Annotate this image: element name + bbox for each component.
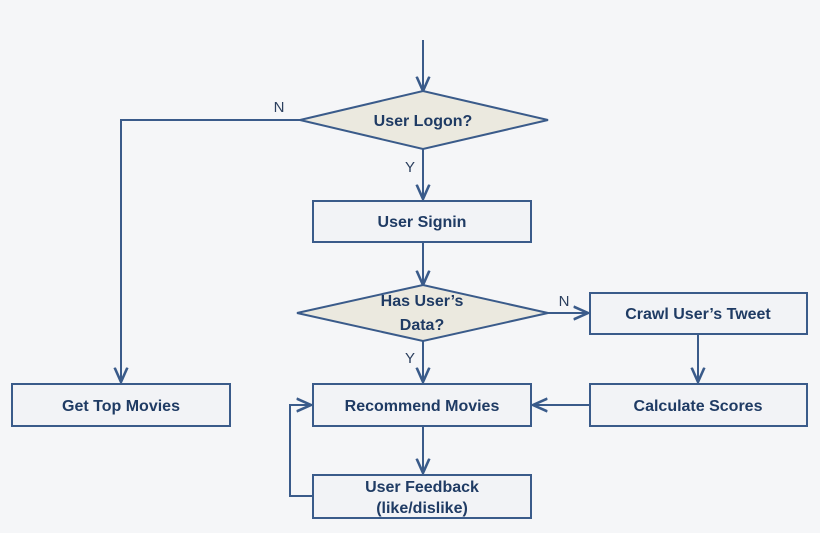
process-calculate-scores-label: Calculate Scores: [634, 398, 763, 415]
process-user-feedback: User Feedback (like/dislike): [312, 474, 532, 519]
connector-logon-no-to-get-top-movies: [121, 119, 300, 382]
process-user-signin: User Signin: [312, 200, 532, 243]
decision-has-user-data: Has User’s Data?: [296, 283, 549, 343]
decision-user-logon: User Logon?: [299, 89, 549, 151]
edge-label-data-no: N: [559, 293, 570, 310]
process-get-top-movies: Get Top Movies: [11, 383, 231, 427]
connector-feedback-to-recommend: [289, 405, 313, 497]
process-recommend-movies: Recommend Movies: [312, 383, 532, 427]
process-user-feedback-label-line1: User Feedback: [365, 479, 479, 496]
edge-label-logon-no: N: [274, 99, 285, 116]
edge-label-logon-yes: Y: [405, 159, 415, 176]
process-user-feedback-label-line2: (like/dislike): [376, 500, 468, 517]
edge-label-data-yes: Y: [405, 350, 415, 367]
process-user-signin-label: User Signin: [378, 214, 467, 231]
process-crawl-users-tweet: Crawl User’s Tweet: [589, 292, 808, 335]
process-recommend-movies-label: Recommend Movies: [345, 398, 500, 415]
process-get-top-movies-label: Get Top Movies: [62, 398, 180, 415]
process-calculate-scores: Calculate Scores: [589, 383, 808, 427]
decision-has-user-data-label-line2: Data?: [400, 317, 444, 334]
decision-has-user-data-label-line1: Has User’s: [381, 293, 464, 310]
process-crawl-users-tweet-label: Crawl User’s Tweet: [625, 306, 771, 323]
decision-user-logon-label: User Logon?: [374, 113, 473, 130]
